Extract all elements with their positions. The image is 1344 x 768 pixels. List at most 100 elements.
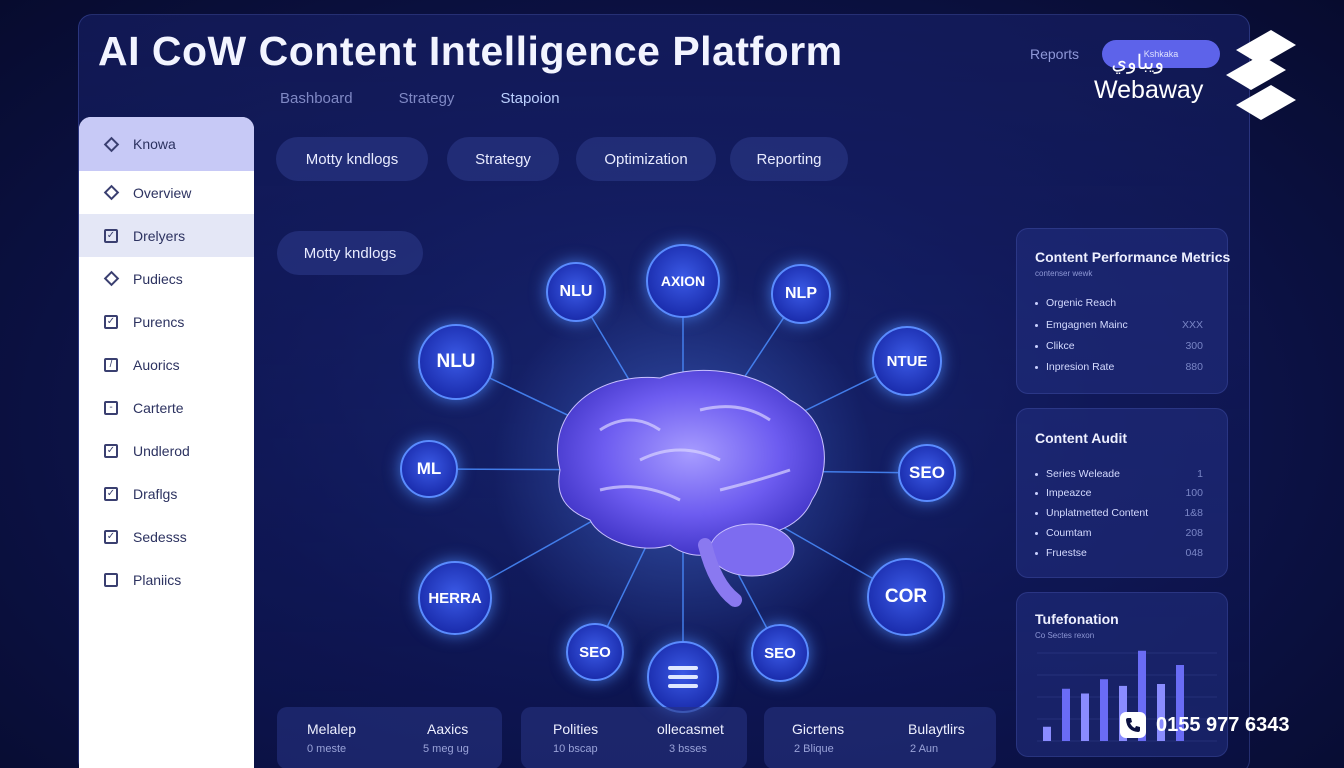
sidebar-header-label: Knowa [133,136,176,152]
trend-bar [1157,684,1165,741]
page-title: AI CoW Content Intelligence Platform [98,28,843,74]
sidebar-item-label: Drelyers [133,227,186,244]
tab-stapoion[interactable]: Stapoion [500,90,560,107]
trend-bar [1176,665,1184,741]
check-square-icon: ✓ [103,486,119,502]
logo-arabic-text: ويباوي [1111,52,1164,74]
card-sub: 2 Aun [910,743,939,755]
minus-square-icon: - [103,400,119,416]
chip-motty-kndlogs[interactable]: Motty kndlogs [276,137,428,181]
node-nlu-top[interactable]: NLU [546,262,606,322]
phone-number: 0155 977 6343 [1156,713,1290,736]
check-square-icon: ✓ [103,443,119,459]
node-seo-bottom-right[interactable]: SEO [751,624,809,682]
node-nlu-left[interactable]: NLU [418,324,494,400]
check-square-icon: ✓ [103,228,119,244]
sidebar-item-purencs[interactable]: ✓ Purencs [79,300,254,343]
sidebar-item-label: Planiics [133,571,182,588]
tab-strategy[interactable]: Strategy [398,90,455,107]
audit-panel-title: Content Audit [1035,430,1128,446]
node-herra[interactable]: HERRA [418,561,492,635]
sidebar-item-auorics[interactable]: / Auorics [79,343,254,386]
card-sub: 2 Blique [794,743,834,755]
metrics-panel-title: Content Performance Metrics [1035,249,1231,265]
sidebar-item-label: Sedesss [133,528,187,545]
sidebar-item-label: Carterte [133,399,184,416]
metrics-panel: Content Performance Metrics contenser we… [1016,228,1231,394]
sidebar-item-undlerod[interactable]: ✓ Undlerod [79,429,254,472]
card-label: Polities [553,721,599,737]
square-icon [103,572,119,588]
sidebar: Knowa Overview ✓ Drelyers Pudiecs ✓ Pure… [79,117,254,768]
sidebar-item-label: Overview [133,184,192,201]
node-ntue[interactable]: NTUE [872,326,942,396]
node-nlp[interactable]: NLP [771,264,831,324]
sidebar-item-label: Pudiecs [133,270,183,287]
header-pill-button[interactable]: Kshkaka [1102,40,1220,68]
trend-bar [1062,688,1070,741]
contact-phone[interactable]: 0155 977 6343 [1120,712,1289,738]
bottom-card-2[interactable]: Polities 10 bscap ollecasmet 3 bsses [521,707,747,768]
node-seo-bottom-left[interactable]: SEO [566,623,624,681]
card-label: Aaxics [427,721,469,737]
chip-reporting[interactable]: Reporting [730,137,848,181]
node-seo-right[interactable]: SEO [898,444,956,502]
sidebar-item-label: Auorics [133,356,180,373]
sidebar-header[interactable]: Knowa [79,117,254,171]
trend-panel-title: Tufefonation [1035,611,1119,627]
check-square-icon: ✓ [103,314,119,330]
metric-row: Orgenic Reach [1035,297,1203,311]
node-ml[interactable]: ML [400,440,458,498]
trend-bar [1043,726,1051,741]
sidebar-item-carterte[interactable]: - Carterte [79,386,254,429]
bottom-card-1[interactable]: Melalep 0 meste Aaxics 5 meg ug [277,707,502,768]
sidebar-item-sedesss[interactable]: ✓ Sedesss [79,515,254,558]
brand-logo: ويباوي Webaway [1094,30,1314,130]
menu-icon[interactable] [647,641,719,713]
chip-secondary-motty-kndlogs[interactable]: Motty kndlogs [277,231,423,275]
card-sub: 0 meste [307,743,347,755]
trend-bar [1100,679,1108,741]
webaway-mark-icon [1226,30,1296,120]
node-axion[interactable]: AXION [646,244,720,318]
card-label: Gicrtens [792,721,845,737]
bottom-card-3[interactable]: Gicrtens 2 Blique Bulaytlirs 2 Aun [764,707,996,768]
sidebar-item-planiics[interactable]: Planiics [79,558,254,601]
sidebar-item-draflgs[interactable]: ✓ Draflgs [79,472,254,515]
chip-strategy[interactable]: Strategy [447,137,559,181]
hamburger-icon [668,666,698,688]
card-label: ollecasmet [657,721,724,737]
check-square-icon: ✓ [103,529,119,545]
logo-english-text: Webaway [1094,76,1204,104]
card-sub: 5 meg ug [423,743,469,755]
top-tab-bar: Bashboard Strategy Stapoion [280,90,560,107]
sidebar-item-pudiecs[interactable]: Pudiecs [79,257,254,300]
phone-icon [1120,712,1146,738]
sidebar-item-drelyers[interactable]: ✓ Drelyers [79,214,254,257]
trend-bar [1081,693,1089,741]
trend-panel-subtitle: Co Sectes rexon [1035,631,1095,640]
card-sub: 3 bsses [669,743,707,755]
card-label: Melalep [307,721,357,737]
tab-bashboard[interactable]: Bashboard [280,90,353,107]
brain-icon [557,369,825,607]
node-cor[interactable]: COR [867,558,945,636]
sidebar-item-label: Draflgs [133,485,178,502]
card-label: Bulaytlirs [908,721,965,737]
sidebar-item-label: Undlerod [133,442,190,459]
chip-optimization[interactable]: Optimization [576,137,716,181]
edit-square-icon: / [103,357,119,373]
reports-link[interactable]: Reports [1030,46,1080,62]
metrics-panel-subtitle: contenser wewk [1035,269,1093,278]
sidebar-item-overview[interactable]: Overview [79,171,254,214]
